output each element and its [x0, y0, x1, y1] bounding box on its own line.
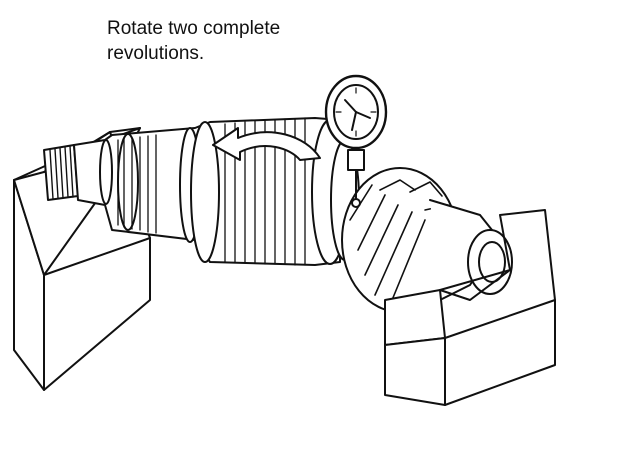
right-v-block: [384, 209, 556, 406]
dial-gauge-icon: [324, 74, 388, 208]
caption-line-2: revolutions.: [107, 43, 205, 64]
shaft: [43, 117, 360, 266]
pinion-gear: [341, 167, 513, 313]
curved-arrow-icon: [212, 127, 321, 161]
caption-line-1: Rotate two complete: [107, 18, 281, 39]
instruction-caption: Rotate two complete revolutions.: [107, 16, 280, 66]
